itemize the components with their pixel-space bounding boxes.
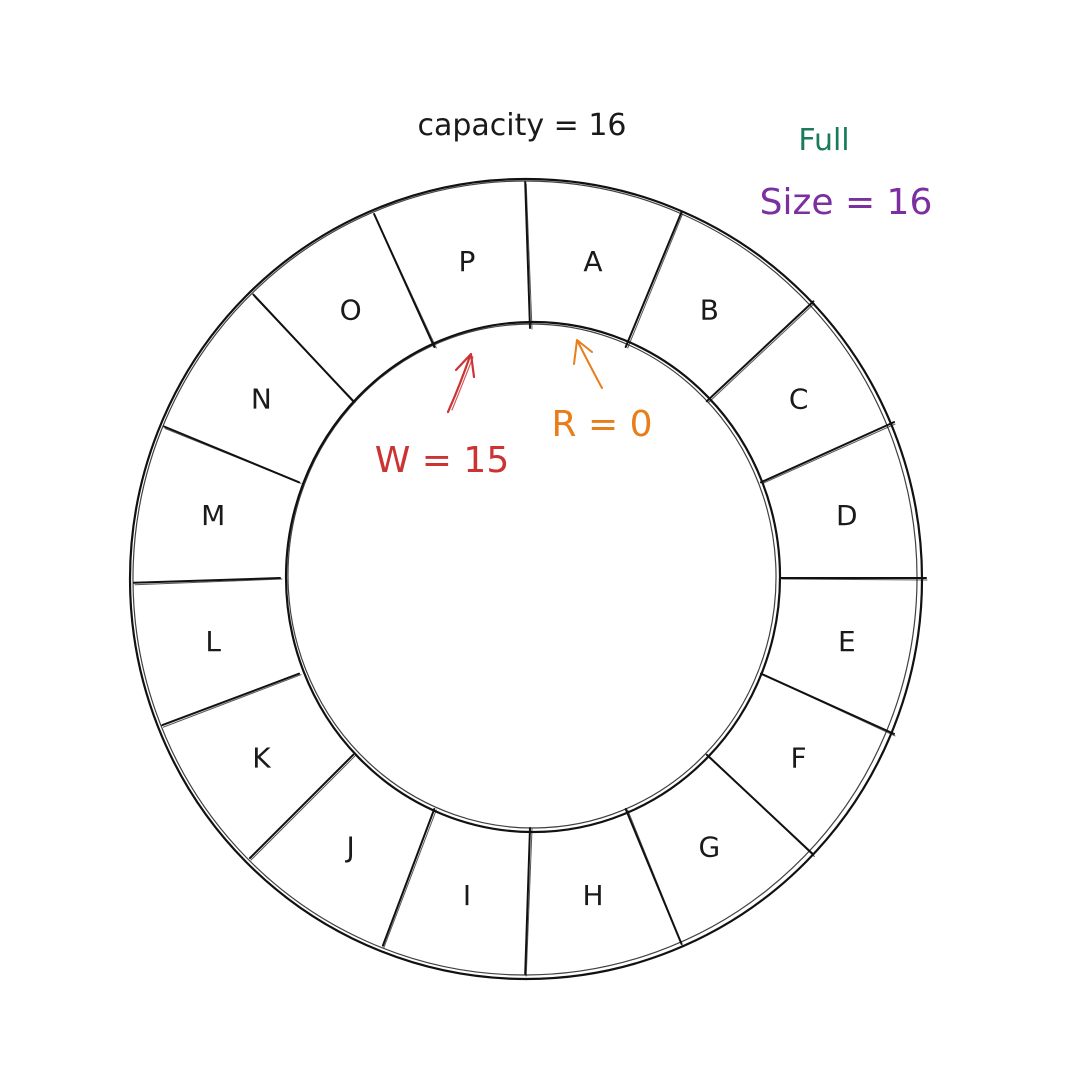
slot-divider-stroke xyxy=(708,755,815,858)
slot-divider-stroke xyxy=(627,809,683,947)
slot-label-k: K xyxy=(252,741,271,774)
slot-divider-stroke xyxy=(162,674,302,728)
slot-divider-stroke xyxy=(164,428,302,484)
slot-divider-stroke xyxy=(374,215,437,349)
slot-label-a: A xyxy=(583,245,602,278)
slot-divider xyxy=(524,827,531,975)
slot-divider xyxy=(624,211,683,348)
state-label: Full xyxy=(798,123,849,158)
inner-ring xyxy=(284,320,782,834)
slot-divider-stroke xyxy=(525,828,533,977)
slot-dividers xyxy=(133,181,928,977)
read-pointer-label: R = 0 xyxy=(552,404,653,445)
slot-label-m: M xyxy=(201,499,225,532)
slot-divider-stroke xyxy=(627,213,683,349)
slot-label-h: H xyxy=(582,879,603,912)
slot-label-j: J xyxy=(344,831,354,864)
slot-divider xyxy=(161,672,300,727)
slot-divider-stroke xyxy=(383,809,437,949)
slot-divider xyxy=(249,753,355,859)
slot-label-b: B xyxy=(700,293,719,326)
slot-divider xyxy=(524,181,531,329)
slot-divider-stroke xyxy=(250,755,356,861)
write-pointer-label: W = 15 xyxy=(375,440,509,481)
slot-divider xyxy=(381,808,436,947)
slot-label-l: L xyxy=(205,625,221,658)
slot-label-c: C xyxy=(789,383,809,416)
slot-label-p: P xyxy=(459,245,476,278)
slot-divider xyxy=(705,300,815,403)
slot-divider xyxy=(760,421,895,484)
capacity-label: capacity = 16 xyxy=(417,108,626,143)
slot-label-g: G xyxy=(699,831,721,864)
slot-label-o: O xyxy=(340,293,362,326)
slot-labels: A B C D E F G H I J K L M N O P xyxy=(201,245,857,912)
slot-divider-stroke xyxy=(525,183,533,330)
slot-divider xyxy=(133,577,281,584)
slot-label-d: D xyxy=(836,499,858,532)
slot-label-i: I xyxy=(463,879,471,912)
slot-label-n: N xyxy=(251,383,272,416)
slot-divider-stroke xyxy=(762,423,896,484)
slot-divider-stroke xyxy=(253,296,356,403)
write-pointer-arrow-icon xyxy=(446,352,476,414)
slot-label-f: F xyxy=(791,741,807,774)
slot-divider-stroke xyxy=(708,302,815,403)
slot-divider-stroke xyxy=(781,578,928,581)
read-pointer-arrow-icon xyxy=(573,339,603,389)
slot-divider-stroke xyxy=(762,674,896,737)
size-label: Size = 16 xyxy=(760,182,933,223)
slot-label-e: E xyxy=(838,625,856,658)
slot-divider-stroke xyxy=(134,578,283,586)
